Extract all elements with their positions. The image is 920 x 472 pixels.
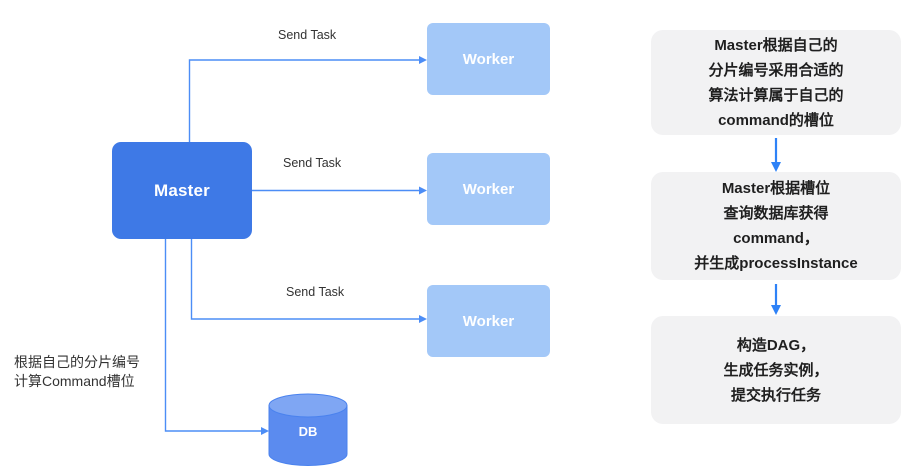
flow-step-3: 构造DAG， 生成任务实例， 提交执行任务: [651, 316, 901, 424]
worker-node-3: Worker: [427, 285, 550, 357]
edge-master-to-db: [164, 238, 269, 435]
shard-note-text: 根据自己的分片编号 计算Command槽位: [14, 354, 140, 389]
edge-master-to-worker1: [188, 56, 427, 142]
edge-master-to-worker3: [190, 238, 427, 323]
flow-step-3-text: 构造DAG， 生成任务实例， 提交执行任务: [723, 336, 829, 404]
send-task-label-3: Send Task: [286, 285, 345, 299]
flow-step-1-text: Master根据自己的 分片编号采用合适的 算法计算属于自己的 command的…: [708, 36, 844, 129]
database-cylinder-icon: [268, 393, 348, 466]
master-node-label: Master: [153, 180, 210, 200]
worker-node-2: Worker: [427, 153, 550, 225]
db-node-label: DB: [298, 424, 318, 439]
send-task-label-1: Send Task: [278, 28, 337, 42]
worker-node-1: Worker: [427, 23, 550, 95]
worker-node-label: Worker: [462, 180, 515, 198]
worker-node-label: Worker: [462, 312, 515, 330]
send-task-label-2: Send Task: [283, 156, 342, 170]
flow-step-2: Master根据槽位 查询数据库获得 command， 并生成processIn…: [651, 172, 901, 280]
flow-step-2-text: Master根据槽位 查询数据库获得 command， 并生成processIn…: [694, 180, 858, 272]
master-node: Master: [112, 142, 252, 239]
worker-node-label: Worker: [462, 50, 515, 68]
flow-step-1: Master根据自己的 分片编号采用合适的 算法计算属于自己的 command的…: [651, 30, 901, 135]
